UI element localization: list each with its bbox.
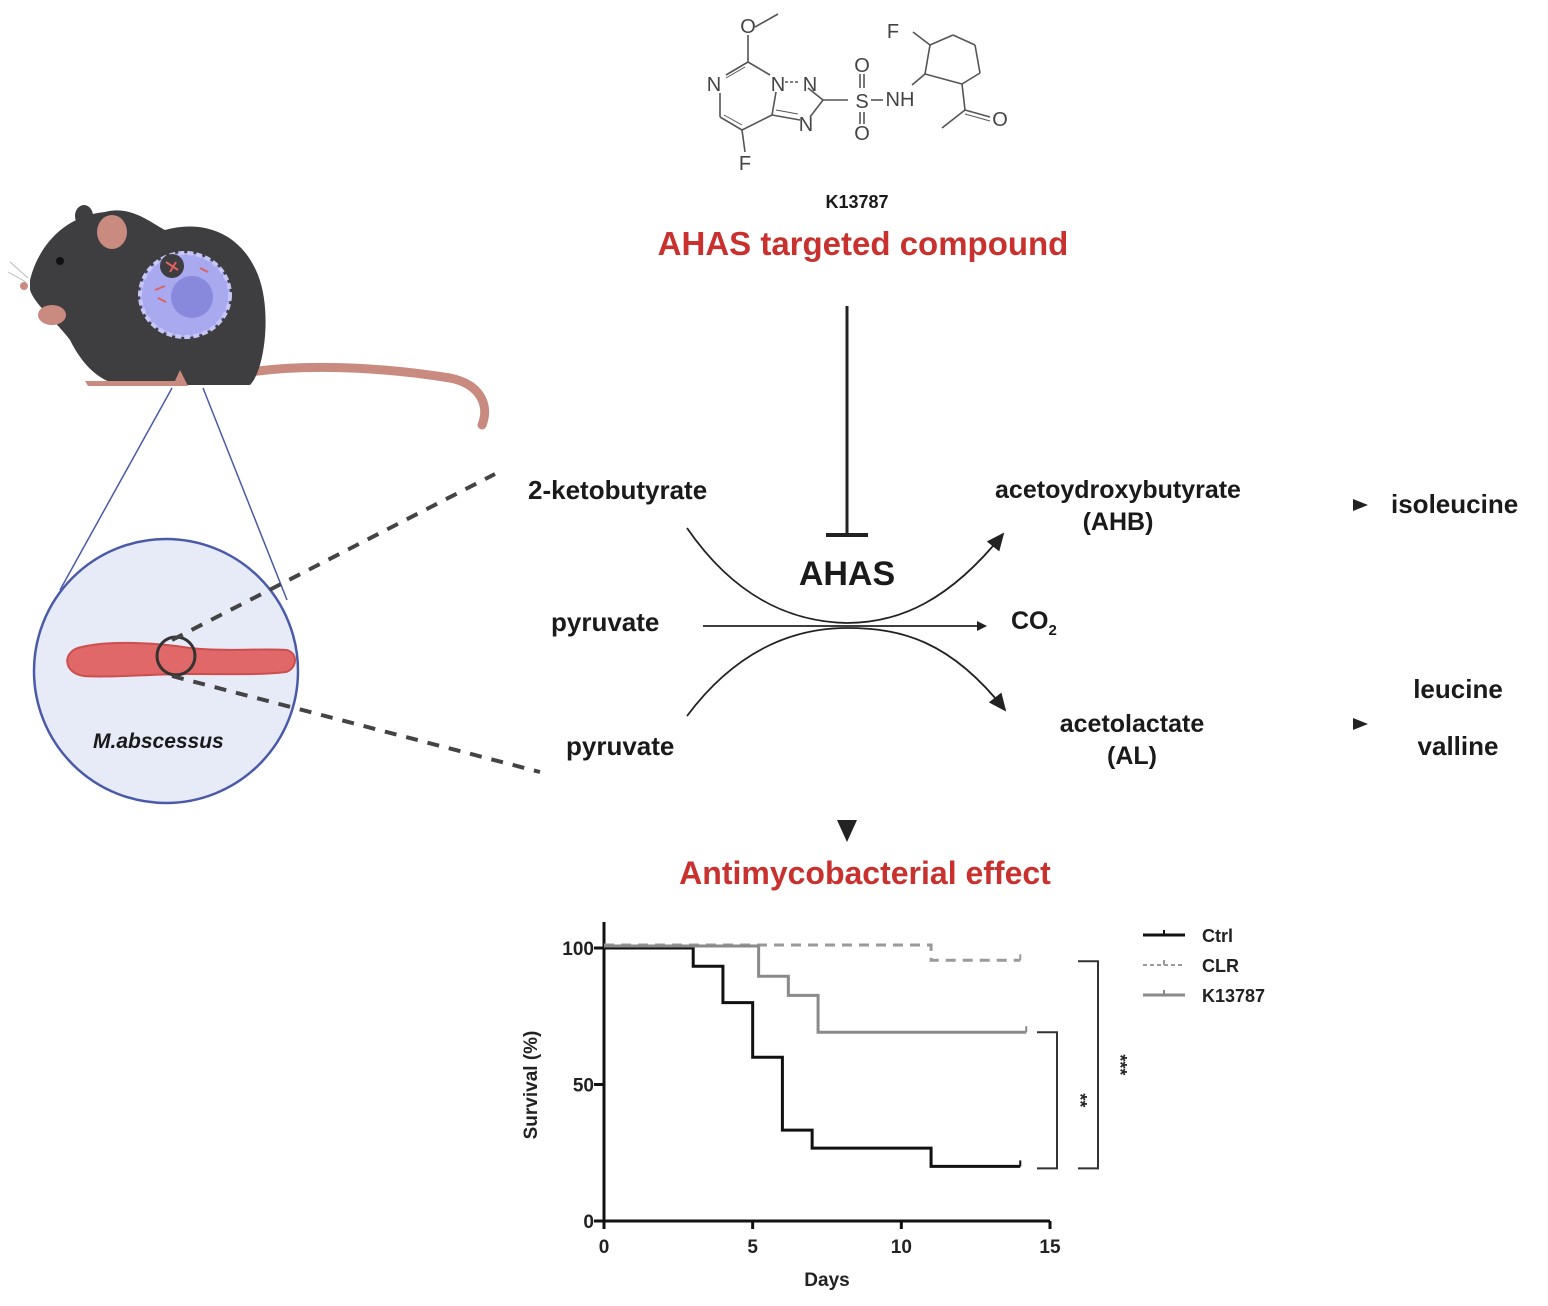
product-ahb-abbr: (AHB)	[1082, 508, 1154, 536]
significance-bracket	[1078, 960, 1099, 1170]
atom-label: NH	[886, 89, 915, 111]
y-tick-label: 0	[583, 1212, 594, 1233]
reaction-curve-bottom	[686, 627, 1007, 717]
dashed-connector-bottom	[171, 674, 541, 774]
molecule-atom-labels: O N N N N F S O O NH F O	[707, 16, 1008, 175]
chart-axes	[594, 922, 1052, 1229]
mouse-nose	[20, 282, 28, 290]
atom-label: O	[740, 16, 756, 38]
series-line-ctrl	[604, 946, 1021, 1168]
y-tick-label: 50	[573, 1076, 594, 1097]
title-antimycobacterial-effect: Antimycobacterial effect	[679, 855, 1051, 891]
y-axis-label: Survival (%)	[521, 1031, 542, 1140]
significance-label: ***	[1110, 1054, 1130, 1075]
mouse-tail	[245, 362, 490, 430]
arrow-head-isoleucine	[1353, 499, 1368, 511]
substrate-pyruvate-middle: pyruvate	[551, 607, 660, 637]
title-ahas-targeted-compound: AHAS targeted compound	[657, 225, 1069, 262]
atom-label: N	[803, 74, 817, 96]
atom-label: S	[855, 91, 868, 113]
mouse-paw	[38, 305, 66, 325]
product-al-abbr: (AL)	[1107, 742, 1157, 770]
significance-bracket	[1037, 1031, 1058, 1170]
arrow-head-leucine	[1353, 718, 1368, 730]
end-product-leucine: leucine	[1413, 674, 1503, 704]
chart-series	[604, 943, 1028, 1168]
mouse-foot	[85, 370, 188, 386]
zoom-line-right	[202, 387, 288, 601]
macrophage-cell	[138, 251, 232, 339]
atom-label: F	[739, 153, 751, 175]
enzyme-ahas: AHAS	[798, 555, 896, 593]
legend-label-clr: CLR	[1202, 956, 1239, 976]
product-ahb: acetoydroxybutyrate (AHB)	[995, 474, 1241, 538]
bacterium-inset	[32, 537, 300, 805]
co2-subscript: 2	[1048, 622, 1057, 639]
zoom-line-left	[59, 387, 173, 591]
chart-annotations: *****	[1037, 960, 1130, 1170]
atom-label: O	[854, 55, 870, 77]
legend-label-ctrl: Ctrl	[1202, 926, 1233, 946]
atom-label: O	[854, 123, 870, 145]
legend-label-k13787: K13787	[1202, 986, 1265, 1006]
mouse-illustration	[7, 205, 490, 430]
compound-name: K13787	[825, 192, 889, 212]
co2-main: CO	[1011, 607, 1049, 635]
product-al: acetolactate (AL)	[1060, 708, 1205, 772]
mouse-ear	[97, 215, 127, 249]
series-line-k13787	[604, 944, 1027, 1034]
byproduct-co2: CO2	[1011, 607, 1057, 639]
x-tick-label: 15	[1039, 1237, 1061, 1258]
mouse-whiskers	[7, 261, 29, 283]
organism-label: M.abscessus	[93, 730, 224, 753]
atom-label: N	[799, 114, 813, 136]
molecule-structure	[719, 13, 991, 153]
atom-label: F	[887, 21, 899, 43]
y-tick-label: 100	[562, 939, 594, 960]
x-axis-label: Days	[804, 1270, 849, 1291]
mouse-eye	[56, 257, 64, 265]
dashed-connector-top	[171, 472, 496, 642]
end-product-valline: valline	[1417, 731, 1499, 761]
end-product-isoleucine: isoleucine	[1391, 489, 1519, 519]
mouse-ear-back	[75, 205, 93, 227]
substrate-pyruvate-bottom: pyruvate	[566, 731, 675, 761]
x-tick-label: 0	[599, 1237, 610, 1258]
atom-label: N	[771, 74, 785, 96]
product-al-name: acetolactate	[1059, 710, 1205, 738]
reaction-curve-top	[686, 527, 1005, 624]
x-tick-label: 5	[747, 1237, 758, 1258]
significance-label: **	[1070, 1093, 1090, 1107]
atom-label: O	[992, 109, 1008, 131]
x-tick-label: 10	[891, 1237, 912, 1258]
product-ahb-name: acetoydroxybutyrate	[995, 476, 1241, 504]
atom-label: N	[707, 74, 721, 96]
bacterium-rod	[66, 641, 296, 678]
substrate-2-ketobutyrate: 2-ketobutyrate	[528, 475, 708, 505]
effect-arrow-head	[837, 820, 857, 842]
